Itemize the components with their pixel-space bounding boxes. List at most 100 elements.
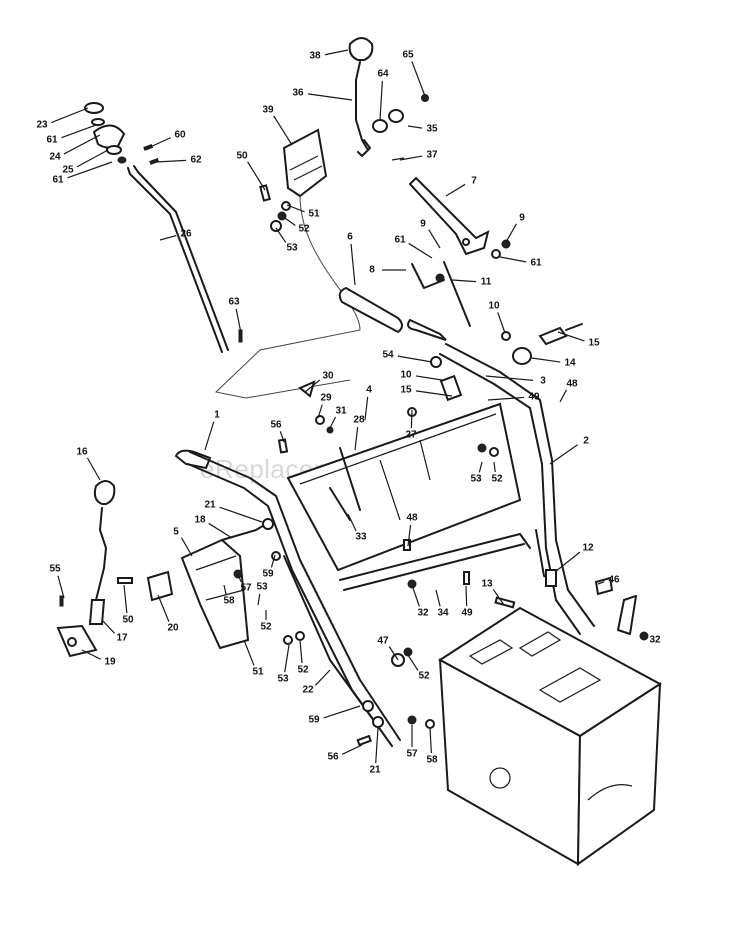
- leader-line: [499, 256, 527, 263]
- washer-52: [277, 211, 287, 221]
- callout-number: 32: [417, 608, 429, 619]
- lever-rod-17: [95, 507, 107, 601]
- callout-number: 7: [471, 176, 477, 187]
- callout-c52e: 52: [407, 654, 430, 682]
- bracket-5-assembly: [117, 518, 305, 650]
- leader-line: [155, 159, 187, 163]
- callout-number: 59: [262, 569, 274, 580]
- callout-c59b: 59: [308, 705, 361, 726]
- callout-c50a: 50: [236, 151, 266, 191]
- callout-c53c: 53: [256, 582, 268, 606]
- callout-c47: 47: [377, 636, 399, 661]
- leader-line: [257, 593, 261, 606]
- leader-line: [350, 243, 356, 286]
- callout-c26: 26: [159, 229, 192, 241]
- panel-slots: [379, 439, 431, 521]
- callout-number: 39: [262, 105, 274, 116]
- leader-line: [415, 390, 453, 397]
- bolt-49: [463, 571, 470, 585]
- housing-box: [438, 606, 662, 866]
- callout-number: 62: [190, 155, 202, 166]
- callout-c4: 4: [364, 385, 372, 421]
- callout-number: 3: [540, 376, 546, 387]
- crossbar: [339, 533, 531, 581]
- bolt-46: [594, 576, 614, 596]
- callout-number: 37: [426, 150, 438, 161]
- callout-c11: 11: [451, 277, 492, 288]
- plate-19: [56, 624, 98, 658]
- left-control-lever-assembly: [56, 480, 116, 658]
- lever-7: [408, 176, 490, 256]
- callout-number: 61: [46, 135, 58, 146]
- bushing-64b: [388, 109, 404, 123]
- leader-line: [415, 375, 443, 381]
- callout-number: 12: [582, 543, 594, 554]
- callout-c31: 31: [329, 406, 347, 429]
- leader-line: [408, 242, 433, 259]
- callout-c54: 54: [382, 350, 433, 363]
- callout-number: 11: [481, 277, 492, 288]
- right-handle-inner: [439, 353, 581, 635]
- leader-line: [57, 575, 65, 599]
- leader-line: [397, 355, 433, 363]
- panel-plate: [286, 402, 522, 572]
- link-18: [221, 523, 267, 541]
- leader-line: [407, 654, 419, 671]
- callout-c28: 28: [353, 415, 365, 451]
- leader-line: [497, 312, 506, 334]
- leader-line: [304, 379, 321, 393]
- callout-c36: 36: [292, 88, 353, 101]
- knob-spacer: [106, 145, 122, 155]
- callout-c63: 63: [228, 297, 243, 339]
- callout-number: 52: [491, 474, 503, 485]
- callout-c34: 34: [435, 589, 449, 619]
- callout-c48a: 48: [559, 379, 578, 403]
- callout-c7: 7: [445, 176, 477, 197]
- callout-number: 26: [180, 229, 192, 240]
- leader-line: [270, 554, 276, 568]
- callout-number: 17: [116, 633, 128, 644]
- right-handle-2: [439, 343, 595, 635]
- callout-c5: 5: [173, 527, 193, 557]
- bolt-50b: [117, 577, 133, 584]
- clip-12: [545, 569, 557, 587]
- leader-line: [399, 155, 423, 161]
- callout-number: 29: [320, 393, 332, 404]
- washer-57b: [407, 715, 417, 725]
- callout-number: 52: [297, 665, 309, 676]
- callout-number: 13: [481, 579, 493, 590]
- callout-c32a: 32: [411, 584, 429, 619]
- callout-c1: 1: [204, 410, 220, 451]
- top-knob: [348, 37, 374, 61]
- callout-number: 53: [286, 243, 298, 254]
- callout-c64: 64: [377, 69, 389, 121]
- callout-c59a: 59: [262, 554, 276, 580]
- callout-number: 61: [530, 258, 542, 269]
- callout-number: 20: [167, 623, 179, 634]
- callout-number: 47: [377, 636, 389, 647]
- callout-c12: 12: [554, 543, 594, 573]
- nut-54: [430, 356, 442, 368]
- bushing-64a: [372, 119, 388, 133]
- callout-number: 50: [122, 615, 134, 626]
- bracket-39-assembly: [259, 128, 328, 232]
- callout-number: 52: [418, 671, 430, 682]
- leader-line: [219, 506, 263, 523]
- rod-22: [283, 555, 373, 719]
- callout-number: 15: [400, 385, 412, 396]
- callout-number: 46: [608, 575, 620, 586]
- leader-line: [410, 409, 413, 429]
- callout-c9b: 9: [420, 219, 441, 249]
- callout-number: 5: [173, 527, 179, 538]
- callout-c52c: 52: [260, 610, 272, 633]
- callout-number: 59: [308, 715, 320, 726]
- callout-c20: 20: [157, 594, 179, 634]
- leader-line: [492, 589, 505, 606]
- callout-number: 21: [204, 500, 216, 511]
- leader-line: [76, 149, 109, 168]
- callout-c13: 13: [481, 579, 505, 606]
- callout-number: 49: [461, 608, 473, 619]
- callout-number: 49: [528, 392, 540, 403]
- callout-c53d: 53: [277, 644, 290, 685]
